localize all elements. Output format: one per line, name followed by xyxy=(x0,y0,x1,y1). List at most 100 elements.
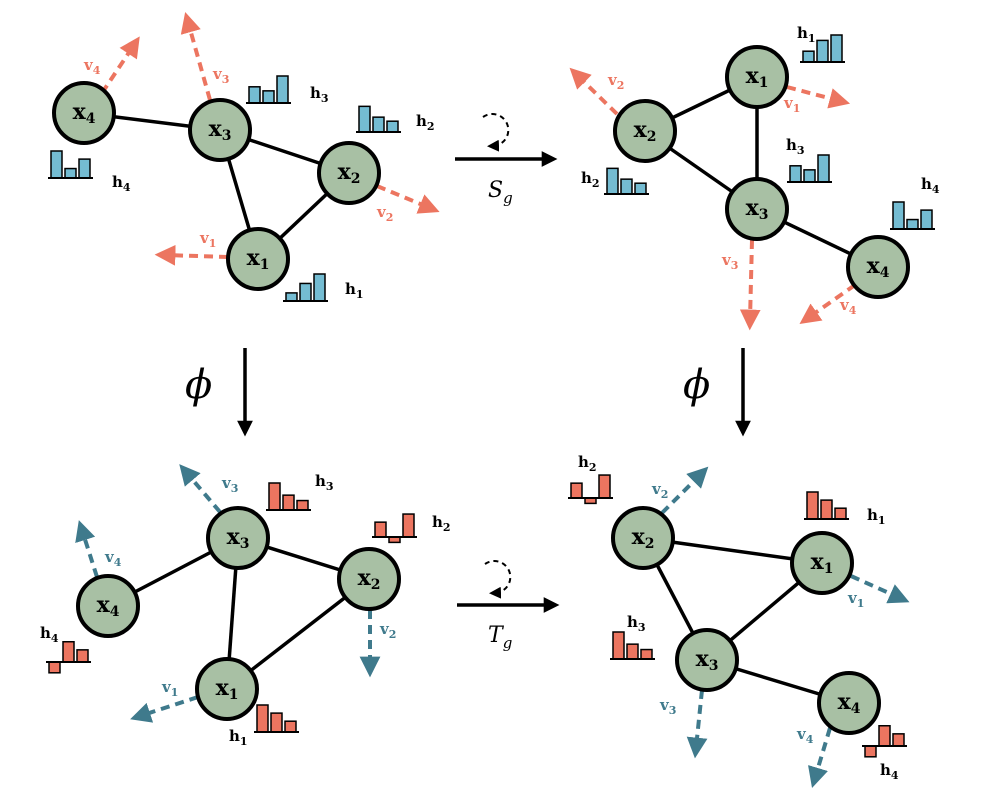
histogram-bar xyxy=(50,150,63,179)
histogram-bar xyxy=(282,494,295,511)
vector-v4: v4 xyxy=(75,520,122,578)
node-x4: x4 xyxy=(76,574,140,638)
histogram-h2: h2 xyxy=(356,105,435,133)
node-x2: x2 xyxy=(317,141,381,205)
svg-text:v2: v2 xyxy=(376,203,393,224)
histogram-bar xyxy=(284,720,297,733)
operator-phi-right: ϕ xyxy=(683,348,751,437)
histogram-bar xyxy=(285,292,298,302)
graph-output-original: v4 v3 v2 v1 x4 x3 x2 x1 xyxy=(40,464,451,748)
svg-text:x1: x1 xyxy=(746,63,769,91)
node-x1: x1 xyxy=(226,227,290,291)
svg-text:v2: v2 xyxy=(379,620,396,641)
svg-text:v2: v2 xyxy=(607,71,624,92)
svg-text:x4: x4 xyxy=(73,99,96,127)
vector-v4: v4 xyxy=(799,283,857,324)
svg-text:v1: v1 xyxy=(783,94,800,115)
operator-t-g: Tg xyxy=(457,560,560,652)
svg-text:x2: x2 xyxy=(358,565,381,593)
svg-text:h3: h3 xyxy=(310,84,329,105)
vector-v4: v4 xyxy=(83,36,140,95)
histogram-bar xyxy=(892,733,905,747)
svg-text:h2: h2 xyxy=(432,513,451,534)
svg-text:v1: v1 xyxy=(161,678,178,699)
histogram-h4: h4 xyxy=(40,624,91,674)
svg-text:v3: v3 xyxy=(221,474,238,495)
histogram-h1: h1 xyxy=(229,704,299,748)
histogram-bar xyxy=(76,649,89,663)
vector-v2: v2 xyxy=(376,184,440,224)
svg-text:x4: x4 xyxy=(97,592,120,620)
node-x4: x4 xyxy=(52,81,116,145)
node-x4: x4 xyxy=(846,235,910,299)
svg-text:x1: x1 xyxy=(247,245,270,273)
svg-text:Tg: Tg xyxy=(488,623,512,652)
histogram-bar xyxy=(820,499,833,520)
histogram-h1: h1 xyxy=(283,273,364,302)
rotation-icon xyxy=(482,113,510,152)
operator-phi-left: ϕ xyxy=(185,348,253,437)
vector-v1: v1 xyxy=(847,574,910,610)
histogram-bar xyxy=(606,167,619,195)
histogram-h2: h2 xyxy=(568,453,613,505)
node-x3: x3 xyxy=(725,177,789,241)
histogram-bar xyxy=(570,482,583,499)
vector-v3: v3 xyxy=(721,239,761,331)
svg-text:h3: h3 xyxy=(786,136,805,157)
histogram-bar xyxy=(313,273,326,302)
svg-text:h4: h4 xyxy=(40,624,59,645)
svg-text:h1: h1 xyxy=(229,727,248,748)
node-x2: x2 xyxy=(337,547,401,611)
histogram-h3: h3 xyxy=(266,472,334,511)
vector-v1: v1 xyxy=(154,229,229,266)
node-x1: x1 xyxy=(725,45,789,109)
histogram-bar xyxy=(374,521,387,538)
svg-text:h1: h1 xyxy=(797,24,816,45)
svg-text:v3: v3 xyxy=(659,696,676,717)
histogram-bar xyxy=(803,169,816,183)
graph-input-transformed: v2 v1 v3 v4 x2 x1 x3 x4 xyxy=(569,24,940,331)
svg-text:v4: v4 xyxy=(104,548,122,569)
histogram-h4: h4 xyxy=(48,150,131,194)
histogram-bar xyxy=(62,641,75,663)
histogram-bar xyxy=(612,631,625,660)
histogram-bar xyxy=(270,712,283,733)
vector-v4: v4 xyxy=(796,725,832,788)
svg-text:x3: x3 xyxy=(696,646,719,674)
histogram-bar xyxy=(64,167,77,179)
histogram-bar xyxy=(640,648,653,660)
histogram-h3: h3 xyxy=(786,136,832,183)
histogram-h4: h4 xyxy=(890,175,940,230)
node-x3: x3 xyxy=(675,628,739,692)
svg-text:h2: h2 xyxy=(578,453,597,474)
vector-v3: v3 xyxy=(659,689,708,759)
svg-text:h1: h1 xyxy=(345,280,364,301)
vector-v3: v3 xyxy=(179,464,238,514)
graph-input-original: v4 v3 v2 v1 x4 x3 x2 x1 xyxy=(48,11,440,302)
histogram-bar xyxy=(262,90,275,104)
svg-text:x2: x2 xyxy=(634,117,657,145)
svg-text:x2: x2 xyxy=(632,524,655,552)
histogram-bar xyxy=(386,120,399,133)
svg-text:x4: x4 xyxy=(867,253,890,281)
rotation-icon xyxy=(484,560,512,599)
svg-text:h2: h2 xyxy=(416,112,435,133)
svg-text:x3: x3 xyxy=(227,524,250,552)
node-x1: x1 xyxy=(790,531,854,595)
svg-text:h3: h3 xyxy=(627,613,646,634)
histogram-h1: h1 xyxy=(797,24,845,63)
vector-v1: v1 xyxy=(130,678,199,723)
histogram-bar xyxy=(634,182,647,195)
histogram-bar xyxy=(816,39,829,63)
svg-text:x4: x4 xyxy=(838,689,861,717)
histogram-bar xyxy=(299,282,312,302)
histogram-bar xyxy=(276,75,289,104)
svg-text:v3: v3 xyxy=(721,251,738,272)
histogram-bar xyxy=(48,661,61,674)
svg-text:x1: x1 xyxy=(811,549,834,577)
svg-text:x3: x3 xyxy=(209,116,232,144)
svg-text:h3: h3 xyxy=(315,472,334,493)
svg-text:h4: h4 xyxy=(921,175,940,196)
histogram-h2: h2 xyxy=(581,167,649,195)
node-x4: x4 xyxy=(817,671,881,735)
